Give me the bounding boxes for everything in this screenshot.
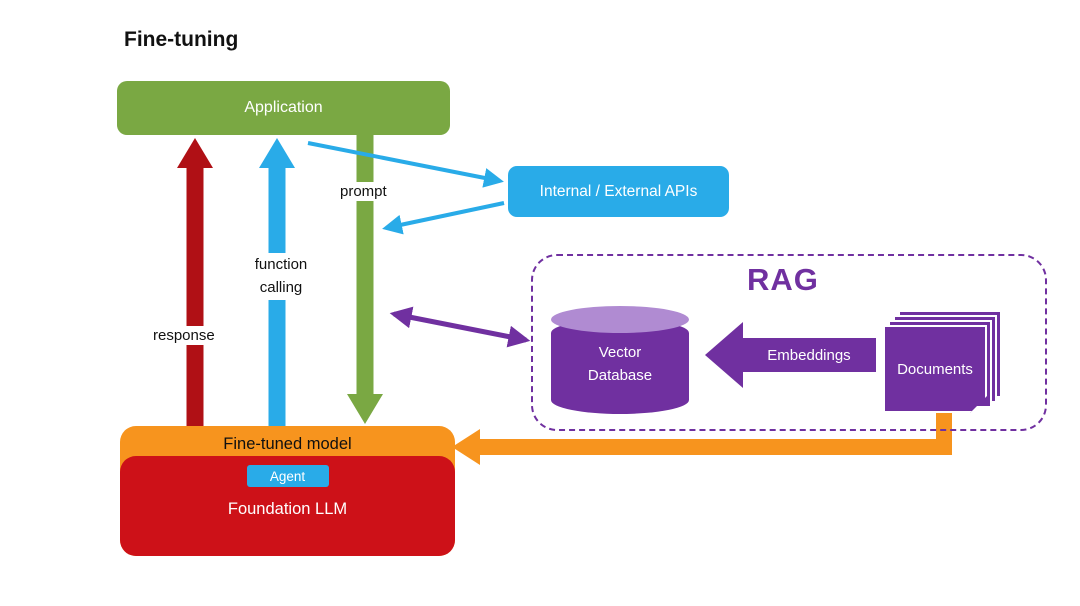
diagram-title: Fine-tuning — [124, 28, 239, 51]
agent-badge: Agent — [246, 465, 329, 487]
prompt-label: prompt — [336, 182, 391, 201]
cylinder-top — [551, 306, 689, 333]
response-arrow — [177, 138, 213, 427]
rag-title: RAG — [747, 262, 819, 297]
documents-node: Documents — [883, 325, 987, 413]
foundation-llm-node: Agent Foundation LLM — [120, 456, 455, 556]
embeddings-arrow-head — [705, 322, 743, 388]
embeddings-label: Embeddings — [767, 346, 851, 364]
apis-node: Internal / External APIs — [508, 166, 729, 217]
rag-container — [531, 254, 1047, 431]
apis-label: Internal / External APIs — [539, 182, 698, 200]
embeddings-arrow: Embeddings — [742, 338, 876, 372]
foundation-llm-label: Foundation LLM — [227, 500, 348, 518]
app-to-apis-arrow — [307, 141, 504, 188]
rag-to-model-arrow — [389, 306, 531, 348]
prompt-arrow — [347, 135, 383, 424]
application-node: Application — [117, 81, 450, 135]
fine-tuned-model-label: Fine-tuned model — [223, 435, 352, 453]
vector-database-label: Vector Database — [587, 344, 653, 384]
application-label: Application — [244, 99, 323, 116]
function-calling-label: function calling — [236, 253, 326, 300]
cylinder-body — [551, 319, 689, 414]
agent-label: Agent — [269, 468, 306, 484]
response-label: response — [149, 326, 219, 345]
vector-database-node: Vector Database — [551, 306, 689, 414]
apis-to-model-arrow — [382, 201, 505, 235]
documents-label: Documents — [897, 360, 973, 378]
